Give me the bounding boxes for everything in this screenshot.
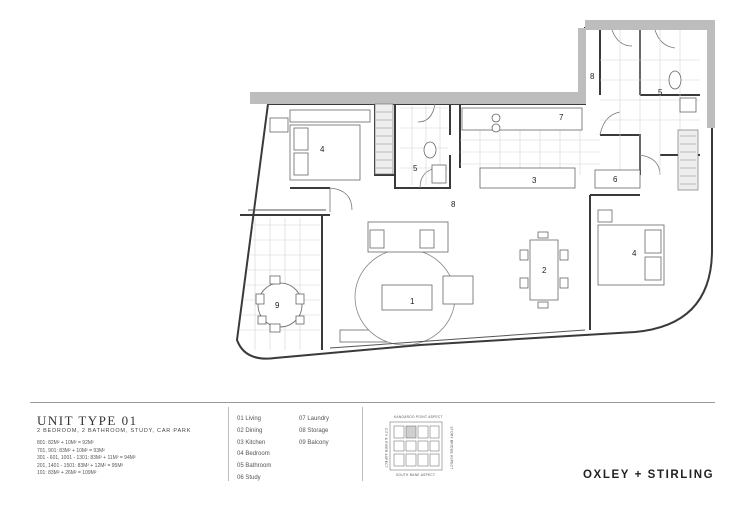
keyplan-top-label: KANGAROO POINT ASPECT bbox=[394, 415, 443, 419]
room-number-laundry: 7 bbox=[559, 113, 564, 122]
unit-subtitle: 2 BEDROOM, 2 BATHROOM, STUDY, CAR PARK bbox=[37, 428, 192, 434]
area-line: 101: 83M² + 26M² = 109M² bbox=[37, 470, 97, 477]
key-plan: KANGAROO POINT ASPECT SOUTH BANK ASPECT … bbox=[370, 408, 460, 483]
area-line: 701, 901: 83M² + 10M² = 93M² bbox=[37, 447, 105, 454]
area-line: 801: 82M² + 10M² = 92M² bbox=[37, 440, 94, 446]
unit-title: UNIT TYPE 01 bbox=[37, 413, 138, 428]
tile-grid bbox=[240, 30, 700, 350]
room-number-kitchen: 3 bbox=[532, 176, 537, 185]
room-number-storage-top: 8 bbox=[590, 72, 595, 81]
hatch-strip bbox=[374, 103, 699, 191]
legend-item: 03 Kitchen bbox=[237, 439, 266, 446]
legend-item: 09 Balcony bbox=[299, 439, 329, 446]
keyplan-left-label: CITY & RIVER ASPECT bbox=[384, 427, 389, 469]
bath-fixtures bbox=[423, 70, 697, 184]
legend-item: 02 Dining bbox=[237, 427, 263, 434]
footer-column-divider bbox=[362, 407, 363, 481]
room-number-dining: 2 bbox=[542, 266, 547, 275]
room-number-balcony: 9 bbox=[275, 301, 280, 310]
living-furniture bbox=[354, 221, 474, 346]
key-plan-diagram bbox=[389, 421, 443, 471]
footer-divider bbox=[30, 402, 715, 403]
legend-item: 05 Bathroom bbox=[237, 463, 272, 470]
legend-item: 06 Study bbox=[237, 474, 261, 481]
room-number-bathroom-second: 5 bbox=[658, 88, 663, 97]
top-wall-mid bbox=[375, 92, 585, 104]
window-lines bbox=[248, 209, 586, 349]
right-wall-top bbox=[707, 28, 715, 128]
room-number-storage-hall: 8 bbox=[451, 200, 456, 209]
legend-item: 07 Laundry bbox=[299, 416, 330, 422]
area-line: 301 - 601, 1001 - 1301: 83M² + 11M² = 94… bbox=[37, 455, 136, 462]
room-number-bedroom-main: 4 bbox=[320, 145, 325, 154]
room-number-study: 6 bbox=[613, 175, 618, 184]
unit-areas: 801: 82M² + 10M² = 92M² 701, 901: 83M² +… bbox=[37, 440, 136, 478]
footer-column-divider bbox=[228, 407, 229, 481]
bed-second bbox=[597, 209, 665, 286]
legend-column-1: 01 Living 02 Dining 03 Kitchen 04 Bedroo… bbox=[237, 414, 271, 485]
room-number-bathroom-main: 5 bbox=[413, 164, 418, 173]
legend-item: 04 Bedroom bbox=[237, 451, 270, 458]
service-left-wall bbox=[578, 28, 586, 104]
legend-column-2: 07 Laundry 08 Storage 09 Balcony bbox=[299, 414, 329, 449]
keyplan-bottom-label: SOUTH BANK ASPECT bbox=[396, 473, 436, 477]
room-number-living: 1 bbox=[410, 297, 415, 306]
top-wall-left bbox=[250, 92, 375, 104]
keyplan-right-label: STORY BRIDGE ASPECT bbox=[449, 426, 454, 470]
legend-item: 01 Living bbox=[237, 416, 262, 422]
top-wall-service bbox=[585, 20, 715, 30]
floor-plan: 1 2 3 4 4 5 5 6 7 8 8 9 bbox=[235, 20, 715, 360]
dining-table bbox=[519, 231, 569, 309]
balcony-table bbox=[255, 275, 305, 333]
area-line: 201, 1401 - 1501: 83M² + 12M² = 95M² bbox=[37, 462, 124, 469]
room-number-bedroom-second: 4 bbox=[632, 249, 637, 258]
bed-main bbox=[269, 117, 361, 181]
legend-item: 08 Storage bbox=[299, 427, 329, 434]
brand-logo: OXLEY + STIRLING bbox=[583, 469, 715, 481]
